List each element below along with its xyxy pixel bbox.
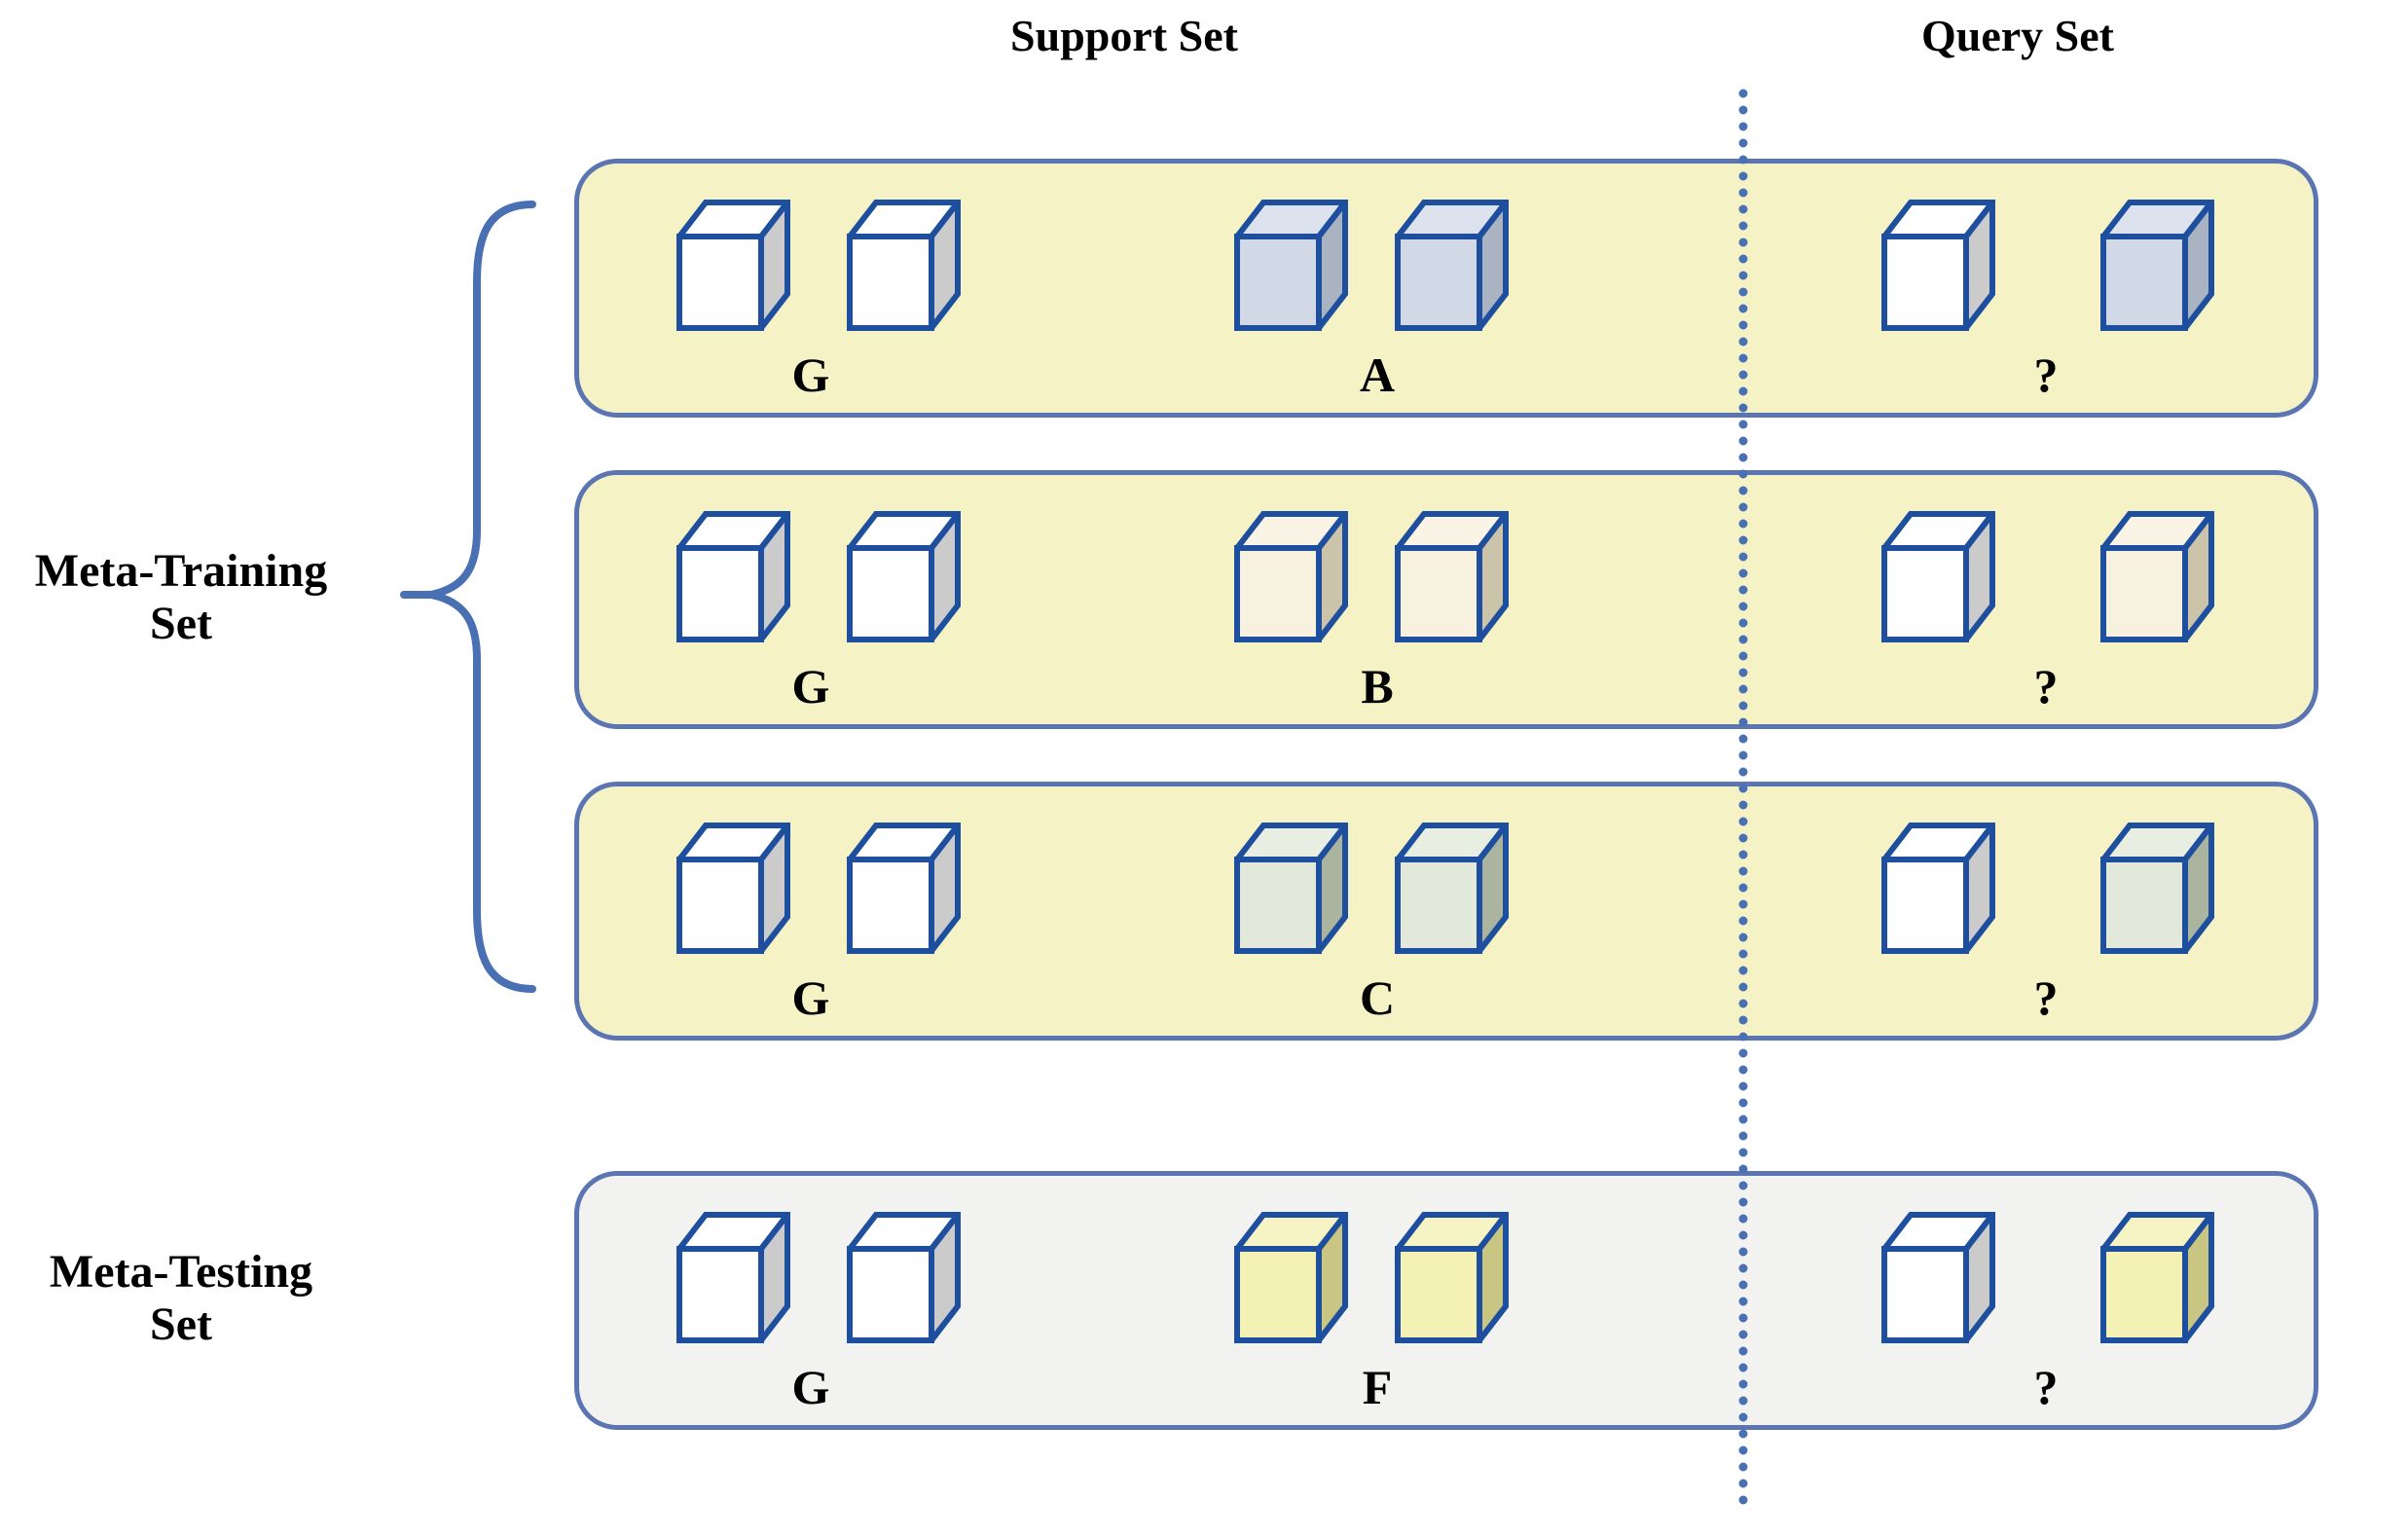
cube-front-face: [1881, 1246, 1969, 1343]
cube-white-icon: [1881, 823, 1995, 954]
meta-testing-set-line2: Set: [150, 1298, 212, 1350]
support-set-title: Support Set: [1010, 11, 1238, 60]
cube-front-face: [676, 545, 764, 642]
cube-yellow-icon: [2100, 1212, 2214, 1343]
cube-front-face: [1395, 857, 1482, 954]
cube-front-face: [847, 234, 934, 331]
cube-yellow-icon: [1395, 1212, 1509, 1343]
cube-white-icon: [847, 200, 961, 331]
cube-blue-icon: [1234, 200, 1348, 331]
cube-green-icon: [2100, 823, 2214, 954]
cube-white-icon: [847, 823, 961, 954]
cube-front-face: [2100, 234, 2188, 331]
cube-front-face: [2100, 857, 2188, 954]
cube-front-face: [847, 1246, 934, 1343]
cube-cream-icon: [1395, 511, 1509, 642]
meta-testing-set-label: Meta-Testing Set: [0, 1246, 362, 1351]
cube-front-face: [676, 234, 764, 331]
cube-cream-icon: [2100, 511, 2214, 642]
query-group-label-episode-c: ?: [2033, 970, 2059, 1025]
cube-front-face: [676, 1246, 764, 1343]
meta-training-set-line1: Meta-Training: [34, 545, 328, 597]
meta-testing-set-line1: Meta-Testing: [49, 1246, 313, 1298]
query-group-label-episode-f: ?: [2033, 1360, 2059, 1414]
support-group-label-episode-c-0: G: [791, 970, 830, 1025]
cube-front-face: [1234, 1246, 1322, 1343]
cube-white-icon: [847, 511, 961, 642]
cube-front-face: [1881, 234, 1969, 331]
cube-front-face: [1395, 1246, 1482, 1343]
cube-front-face: [1234, 545, 1322, 642]
support-group-label-episode-b-1: B: [1361, 659, 1394, 713]
cube-front-face: [1234, 857, 1322, 954]
cube-front-face: [1234, 234, 1322, 331]
panel-episode-b: G B?: [574, 470, 2318, 729]
support-group-label-episode-c-1: C: [1359, 970, 1396, 1025]
cube-front-face: [847, 545, 934, 642]
cube-white-icon: [1881, 511, 1995, 642]
support-group-label-episode-a-0: G: [791, 347, 830, 402]
panel-episode-f: G F?: [574, 1171, 2318, 1430]
cube-white-icon: [676, 200, 790, 331]
cube-cream-icon: [1234, 511, 1348, 642]
cube-green-icon: [1234, 823, 1348, 954]
cube-front-face: [2100, 545, 2188, 642]
query-group-label-episode-a: ?: [2033, 347, 2059, 402]
cube-blue-icon: [1395, 200, 1509, 331]
support-group-label-episode-f-1: F: [1362, 1360, 1393, 1414]
meta-training-set-line2: Set: [150, 598, 212, 649]
panel-episode-c: G C?: [574, 782, 2318, 1041]
cube-green-icon: [1395, 823, 1509, 954]
cube-white-icon: [1881, 1212, 1995, 1343]
cube-white-icon: [676, 1212, 790, 1343]
cube-front-face: [847, 857, 934, 954]
support-group-label-episode-a-1: A: [1359, 347, 1396, 402]
meta-training-set-label: Meta-Training Set: [0, 545, 362, 650]
cube-white-icon: [847, 1212, 961, 1343]
cube-white-icon: [676, 823, 790, 954]
cube-blue-icon: [2100, 200, 2214, 331]
support-group-label-episode-b-0: G: [791, 659, 830, 713]
cube-white-icon: [676, 511, 790, 642]
cube-front-face: [1395, 545, 1482, 642]
curly-brace-icon: [430, 201, 536, 993]
cube-front-face: [1881, 857, 1969, 954]
cube-white-icon: [1881, 200, 1995, 331]
cube-front-face: [2100, 1246, 2188, 1343]
cube-front-face: [676, 857, 764, 954]
cube-front-face: [1395, 234, 1482, 331]
query-set-title: Query Set: [1920, 11, 2114, 60]
cube-yellow-icon: [1234, 1212, 1348, 1343]
support-group-label-episode-f-0: G: [791, 1360, 830, 1414]
panel-episode-a: G A?: [574, 159, 2318, 418]
cube-front-face: [1881, 545, 1969, 642]
query-group-label-episode-b: ?: [2033, 659, 2059, 713]
